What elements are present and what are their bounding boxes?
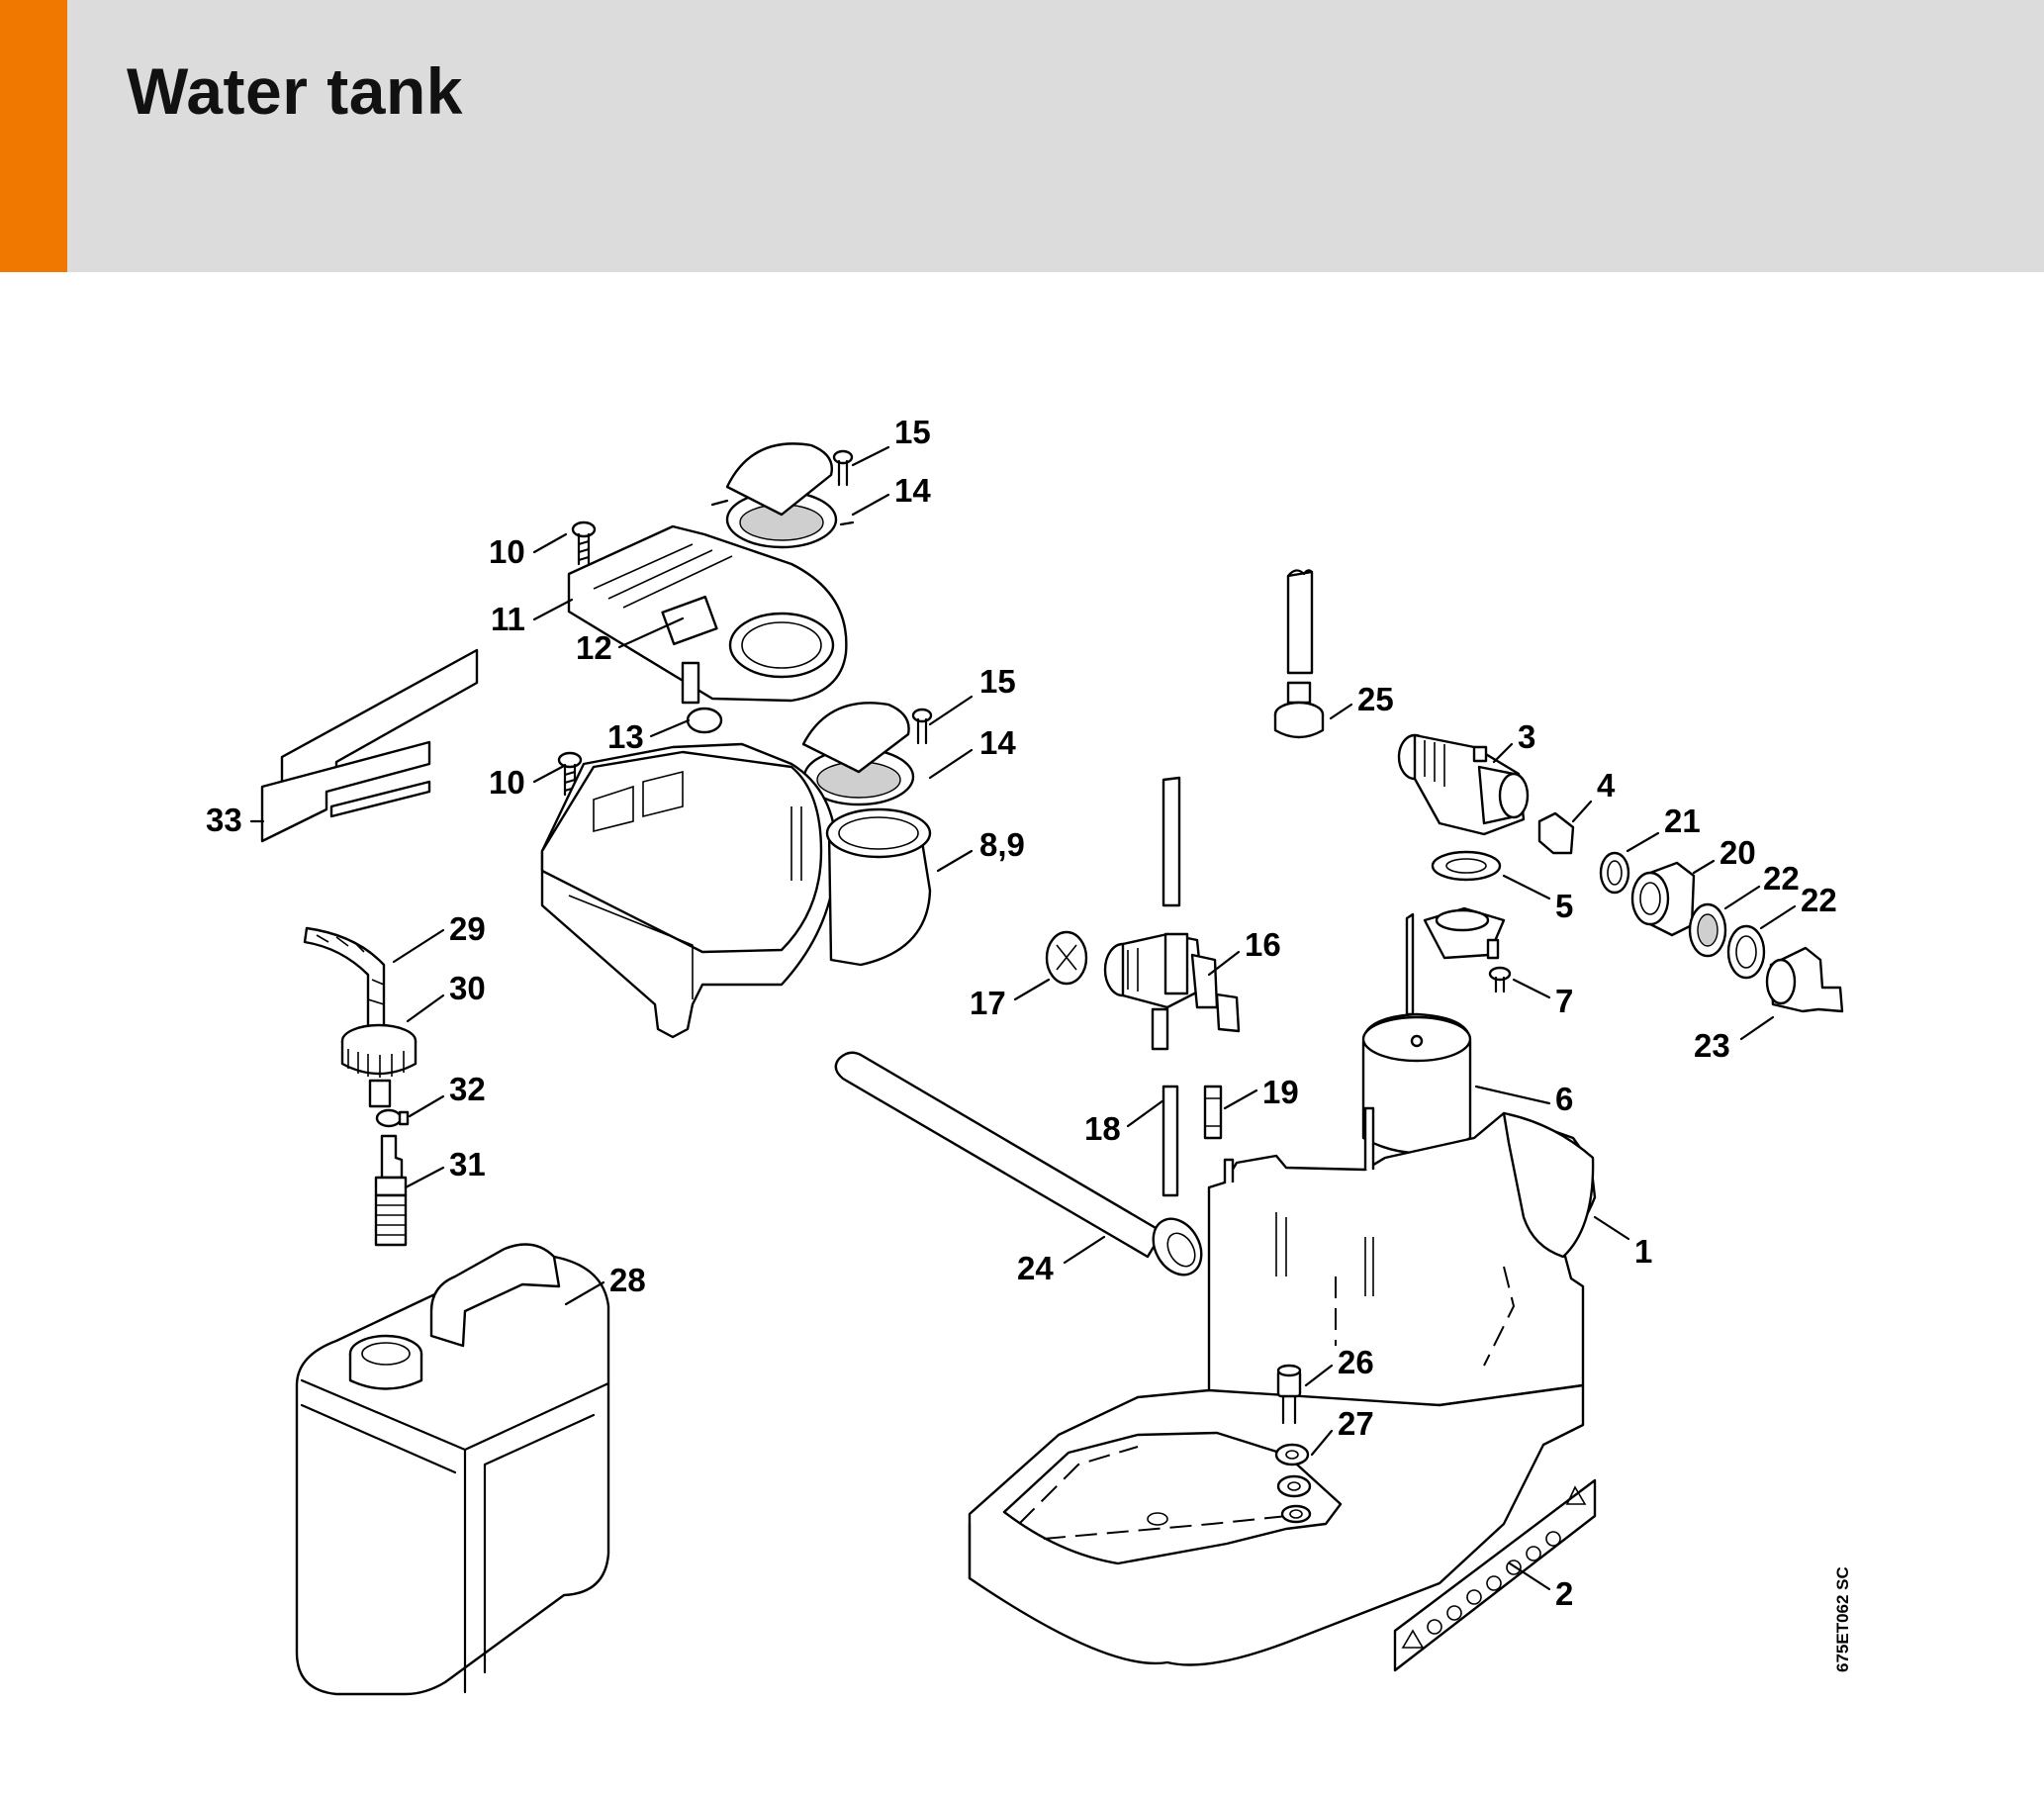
part-27-washer-2 — [1276, 1474, 1312, 1498]
callout-c14a: 14 — [894, 472, 931, 509]
part-30-tank-cap — [340, 1023, 418, 1108]
callout-c30: 30 — [449, 970, 486, 1006]
callout-c23: 23 — [1694, 1027, 1730, 1064]
callout-c16: 16 — [1245, 926, 1281, 963]
callout-c1: 1 — [1634, 1233, 1652, 1270]
part-6-float-assembly — [1361, 906, 1506, 1155]
part-21-o-ring — [1599, 851, 1630, 895]
part-25-standpipe — [1286, 569, 1314, 675]
part-15-screw-upper — [832, 449, 854, 487]
part-27-washer-1 — [1274, 1443, 1310, 1466]
callout-c19: 19 — [1262, 1074, 1299, 1110]
callout-c33: 33 — [206, 802, 242, 838]
part-28-water-canister — [295, 1243, 610, 1696]
part-18-pin — [1161, 1085, 1179, 1197]
part-8-9-tank-housing — [540, 742, 932, 1039]
callout-c11: 11 — [491, 601, 525, 637]
callout-c24: 24 — [1017, 1250, 1054, 1286]
callout-c20: 20 — [1719, 834, 1756, 871]
part-23-hose-connector — [1765, 946, 1844, 1013]
part-7-screw — [1488, 966, 1512, 993]
part-29-suction-hose — [303, 926, 386, 1031]
callout-c18: 18 — [1084, 1110, 1121, 1147]
callout-c31: 31 — [449, 1146, 486, 1182]
part-5-seal — [1431, 850, 1502, 882]
part-22-ring-b — [1726, 924, 1766, 980]
part-27-washer-3 — [1280, 1504, 1312, 1524]
callout-c22b: 22 — [1801, 882, 1837, 918]
callout-c5: 5 — [1555, 888, 1573, 924]
leader-lines — [249, 445, 1797, 1591]
callout-c21: 21 — [1664, 803, 1701, 839]
part-24-water-tube — [834, 1051, 1203, 1277]
part-1-base-frame — [1207, 1106, 1597, 1414]
callout-c14b: 14 — [979, 724, 1016, 761]
warning-label — [1393, 1478, 1597, 1672]
part-2-tray — [968, 1383, 1585, 1666]
callout-c15a: 15 — [894, 414, 931, 450]
part-10-screw-lower — [557, 751, 583, 797]
accent-stripe — [0, 0, 67, 272]
drawing-code: 675ET062 SC — [1833, 1566, 1852, 1672]
callout-c25: 25 — [1357, 681, 1394, 717]
callout-c10a: 10 — [489, 533, 525, 570]
part-17-valve-disc — [1045, 930, 1088, 986]
part-3-valve-body — [1397, 733, 1530, 836]
part-14-filter-lid-lower — [801, 702, 915, 806]
callout-c15b: 15 — [979, 663, 1016, 700]
callout-labels: 151410111215141310338,925342120222251672… — [206, 414, 1837, 1612]
part-33-sticker-set — [260, 648, 479, 843]
callout-c10b: 10 — [489, 764, 525, 801]
callout-c26: 26 — [1338, 1344, 1374, 1380]
part-4-plug — [1537, 811, 1575, 855]
part-19-sleeve — [1203, 1085, 1223, 1140]
callout-c29: 29 — [449, 910, 486, 947]
part-20-coupling — [1630, 861, 1696, 937]
part-32-hose-clip — [375, 1108, 410, 1128]
callout-c27: 27 — [1338, 1405, 1374, 1442]
callout-c3: 3 — [1518, 718, 1535, 755]
part-26-screw — [1276, 1364, 1302, 1425]
part-31-suction-strainer — [374, 1134, 408, 1247]
callout-c17: 17 — [970, 985, 1006, 1021]
callout-c7: 7 — [1555, 983, 1573, 1019]
part-22-ring-a — [1688, 902, 1727, 958]
callout-c89: 8,9 — [979, 826, 1025, 863]
part-14-filter-lid-upper — [710, 442, 855, 549]
part-25-fitting — [1273, 681, 1325, 739]
callout-c13: 13 — [607, 718, 644, 755]
page-title: Water tank — [127, 54, 463, 128]
callout-c2: 2 — [1555, 1575, 1573, 1612]
callout-c12: 12 — [576, 629, 612, 666]
part-11-cover — [567, 524, 848, 734]
part-10-screw-upper — [571, 520, 597, 566]
header-bar: Water tank — [0, 0, 2044, 272]
callout-c22a: 22 — [1763, 860, 1800, 897]
callout-c32: 32 — [449, 1071, 486, 1107]
callout-c28: 28 — [609, 1262, 646, 1298]
callout-c4: 4 — [1597, 767, 1616, 804]
part-16-tube — [1161, 776, 1181, 907]
part-15-screw-lower — [911, 708, 933, 745]
callout-c6: 6 — [1555, 1081, 1573, 1117]
part-16-valve — [1103, 932, 1241, 1051]
